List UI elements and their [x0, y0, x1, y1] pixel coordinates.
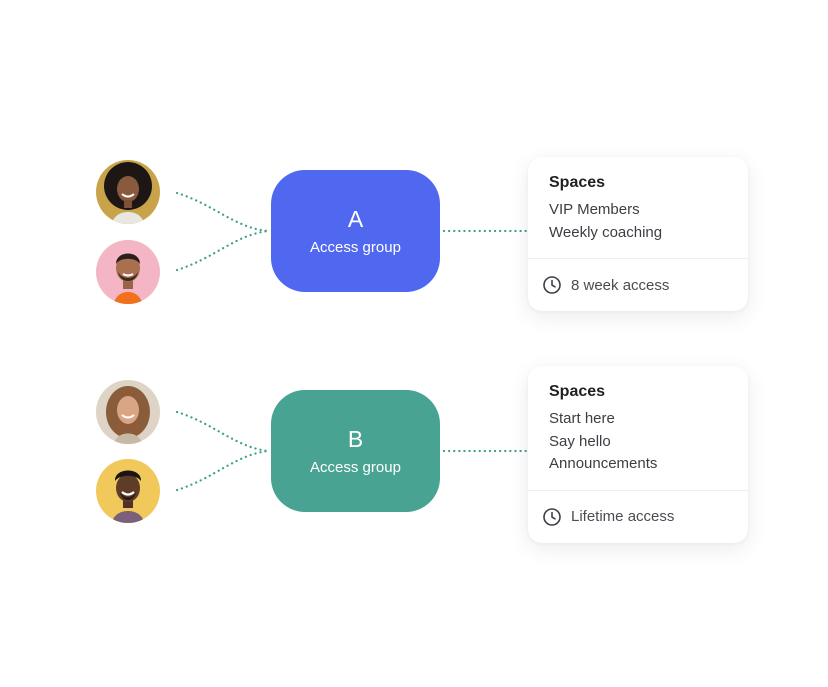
avatar-woman-curly-hair [96, 160, 160, 224]
space-item: Weekly coaching [549, 223, 663, 241]
connector-b-bottom [175, 449, 270, 492]
spaces-heading: Spaces [549, 174, 606, 191]
connector-b-top [175, 410, 270, 453]
clock-icon [543, 507, 561, 526]
space-item: VIP Members [549, 201, 640, 218]
avatar-woman-wavy-hair [96, 380, 160, 444]
group-letter: A [347, 206, 364, 232]
access-group-a: A Access group [271, 170, 440, 292]
connector-a-bottom [175, 229, 270, 272]
access-duration: Lifetime access [528, 491, 748, 543]
space-item: Start here [549, 410, 615, 427]
space-item: Say hello [549, 432, 611, 450]
spaces-list: Spaces VIP Members Weekly coaching [528, 157, 748, 259]
connector-a-top [175, 191, 270, 233]
avatar-man-pink-bg [96, 240, 160, 304]
spaces-card-b: Spaces Start here Say hello Announcement… [528, 366, 748, 543]
group-label: Access group [310, 239, 401, 256]
spaces-list: Spaces Start here Say hello Announcement… [528, 366, 748, 491]
group-label: Access group [310, 459, 401, 476]
clock-icon [543, 276, 561, 294]
access-duration: 8 week access [528, 259, 748, 311]
spaces-card-a: Spaces VIP Members Weekly coaching 8 wee… [528, 157, 748, 311]
avatar-man-yellow-bg [96, 459, 160, 523]
group-letter: B [347, 426, 364, 452]
access-text: Lifetime access [571, 508, 675, 525]
access-group-b: B Access group [271, 390, 440, 512]
space-item: Announcements [549, 455, 658, 472]
access-text: 8 week access [571, 276, 670, 294]
spaces-heading: Spaces [549, 383, 606, 400]
